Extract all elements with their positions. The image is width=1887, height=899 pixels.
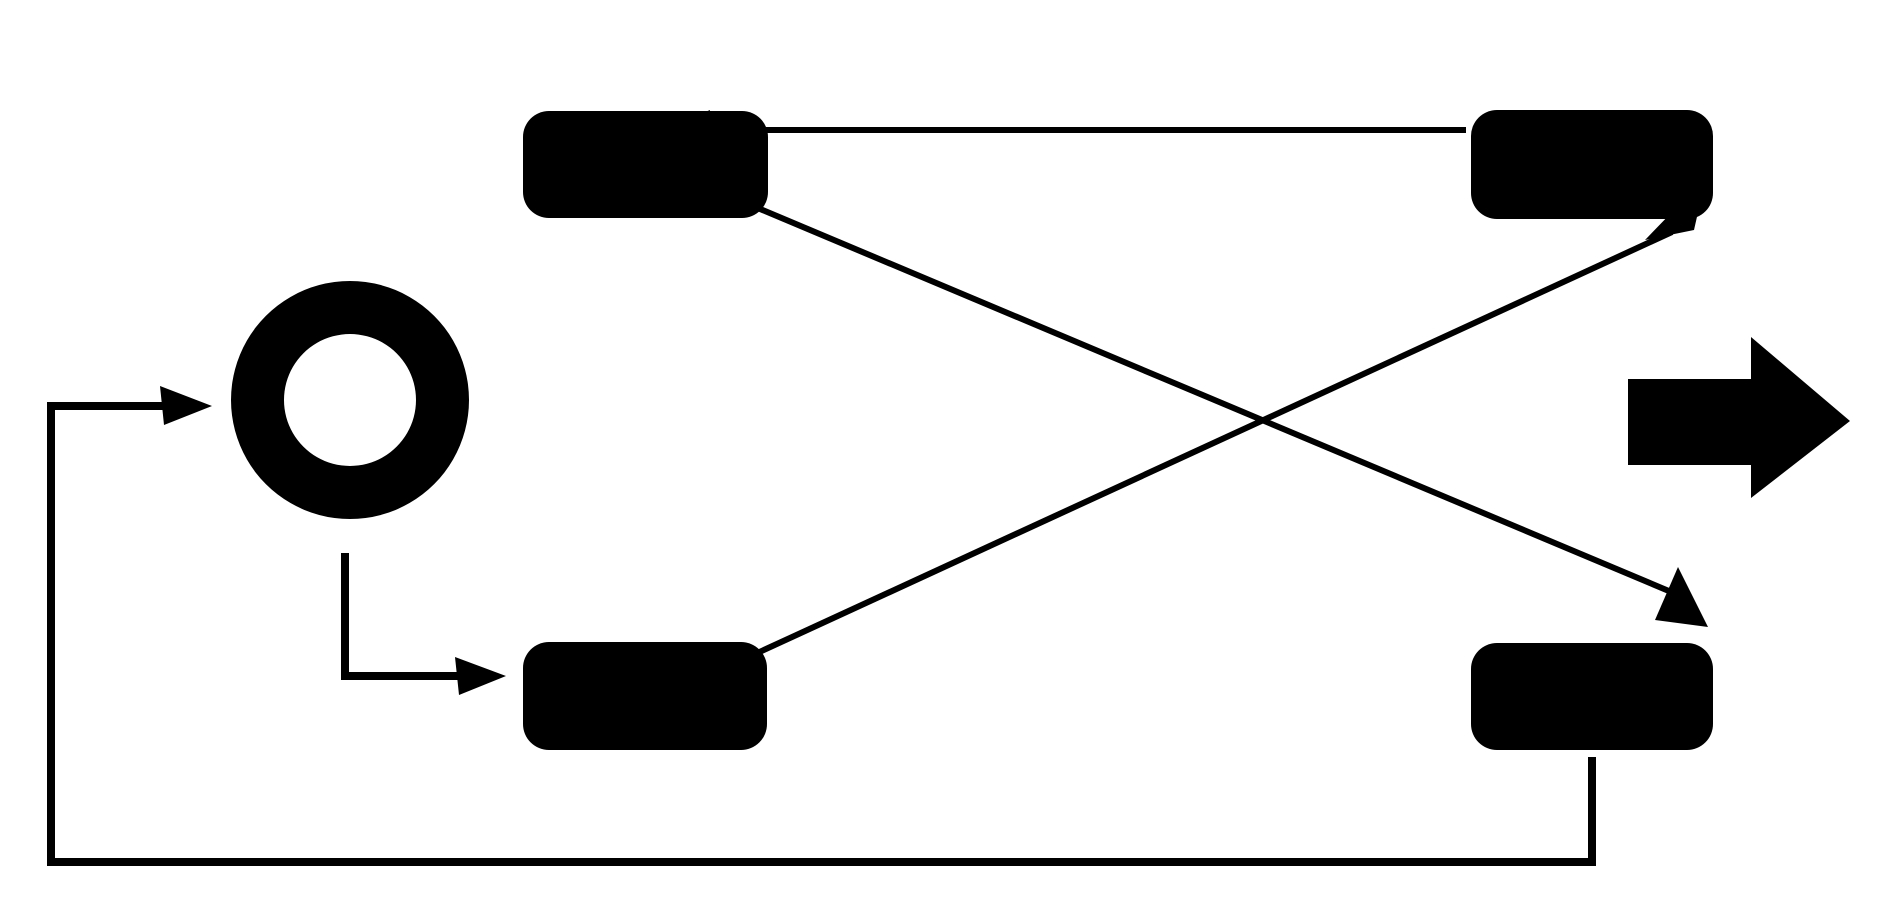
- spare-to-rear-left-connector: [341, 553, 506, 695]
- rear-left-to-front-right-connector: [751, 177, 1706, 658]
- vehicle-direction-arrow: [1628, 337, 1850, 498]
- front-right-to-front-left-connector: [661, 110, 1466, 150]
- rear-left-tire[interactable]: [523, 642, 767, 750]
- rear-right-to-spare-connector: [47, 386, 1596, 866]
- rear-right-tire[interactable]: [1471, 643, 1713, 750]
- connector-line: [751, 203, 1678, 597]
- arrow-head-icon: [160, 386, 212, 425]
- arrow-head-icon: [661, 110, 710, 150]
- arrow-head-icon: [1655, 567, 1708, 627]
- spare-tire-group: [231, 281, 470, 519]
- connector-line: [341, 553, 470, 680]
- connector-line: [47, 402, 1596, 866]
- connector-line: [751, 229, 1674, 658]
- front-right-tire[interactable]: [1471, 110, 1713, 219]
- vehicle-direction-arrow-group: [1628, 337, 1850, 498]
- front-left-to-rear-right-connector: [751, 203, 1708, 627]
- arrow-head-icon: [1645, 177, 1706, 240]
- wheel-group: [523, 110, 1713, 750]
- spare-tire[interactable]: [231, 281, 470, 519]
- arrow-head-icon: [455, 657, 506, 695]
